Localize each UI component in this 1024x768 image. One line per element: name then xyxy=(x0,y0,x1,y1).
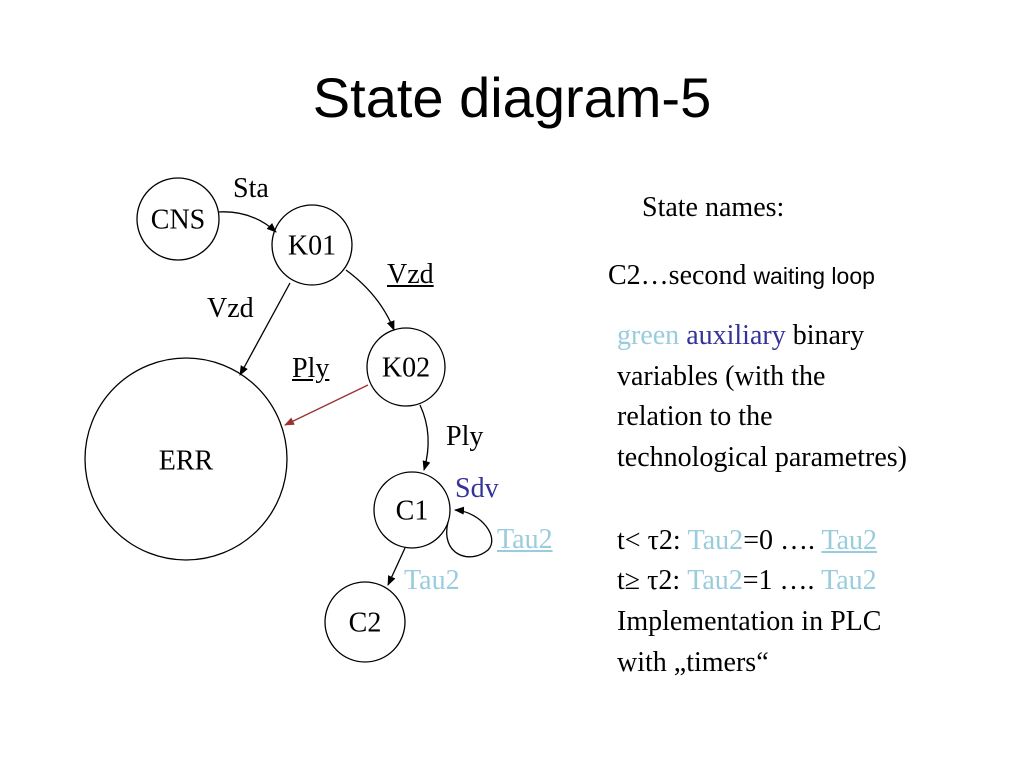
transition-sta-arrow xyxy=(217,211,277,233)
state-cns-label: CNS xyxy=(151,205,205,236)
transition-ply-k02-err-label: Ply xyxy=(292,353,330,384)
legend-t-ge-var: Tau2 xyxy=(687,565,743,596)
transition-tau2-c1-c2-arrow xyxy=(387,547,406,586)
legend-heading: State names: xyxy=(642,192,785,223)
transition-sdv-label: Sdv xyxy=(455,473,499,504)
legend-t-lt-line: t< τ2: Tau2=0 …. Tau2 xyxy=(617,521,877,561)
legend-green-word: green xyxy=(617,320,680,351)
transition-ply-k02-c1-arrow xyxy=(419,404,431,471)
legend-t-lt-mid: =0 …. xyxy=(743,525,822,556)
state-k01-label: K01 xyxy=(288,231,336,262)
state-cns-circle xyxy=(136,177,220,261)
state-c2-label: C2 xyxy=(349,608,382,639)
page-title: State diagram-5 xyxy=(312,66,712,129)
transition-ply-k02-c1-label: Ply xyxy=(446,421,484,452)
legend-auxiliary-word: auxiliary xyxy=(686,320,786,351)
legend-t-ge-end: Tau2 xyxy=(821,565,877,596)
state-c2-circle xyxy=(324,581,406,663)
state-err-circle xyxy=(84,357,288,561)
state-k02-circle xyxy=(366,327,446,407)
transition-vzd-k01-err-arrow xyxy=(239,282,291,376)
legend-t-lt-var: Tau2 xyxy=(687,525,744,556)
transition-tau2-c1-c2-label: Tau2 xyxy=(404,565,460,596)
transition-sta-label: Sta xyxy=(233,173,269,204)
transition-tau2-loop-arrow xyxy=(446,506,493,558)
legend-t-lt-link: Tau2 xyxy=(821,525,878,556)
transition-vzd-k01-err-label: Vzd xyxy=(207,293,254,324)
state-c1-circle xyxy=(373,471,451,549)
transition-vzd-k01-k02-arrow xyxy=(345,269,395,331)
legend-para-line1: green auxiliary binary xyxy=(617,316,864,356)
legend-para-line3: relation to the xyxy=(617,401,773,432)
legend-t-ge-prefix: t≥ τ2: xyxy=(617,565,688,596)
legend-impl-line1: Implementation in PLC xyxy=(617,606,882,637)
legend-c2-serif: C2…second xyxy=(608,260,747,291)
legend-para-line4: technological parametres) xyxy=(617,442,907,473)
legend-binary-word: binary xyxy=(792,320,865,351)
legend-c2-sans: waiting loop xyxy=(753,263,875,289)
legend-t-ge-mid: =1 …. xyxy=(742,565,822,596)
state-k02-label: K02 xyxy=(382,353,430,384)
legend-para-line2: variables (with the xyxy=(617,361,826,392)
legend-impl-line2: with „timers“ xyxy=(617,647,769,678)
transition-vzd-k01-k02-label: Vzd xyxy=(387,259,434,290)
transition-ply-k02-err-arrow xyxy=(284,384,369,426)
legend-c2-line: C2…second waiting loop xyxy=(608,256,875,296)
state-k01-circle xyxy=(271,204,353,286)
state-c1-label: C1 xyxy=(396,496,429,527)
legend-t-ge-line: t≥ τ2: Tau2=1 …. Tau2 xyxy=(617,561,877,601)
transition-tau2-loop-label: Tau2 xyxy=(497,524,553,555)
state-err-label: ERR xyxy=(159,446,214,477)
legend-t-lt-prefix: t< τ2: xyxy=(617,525,688,556)
